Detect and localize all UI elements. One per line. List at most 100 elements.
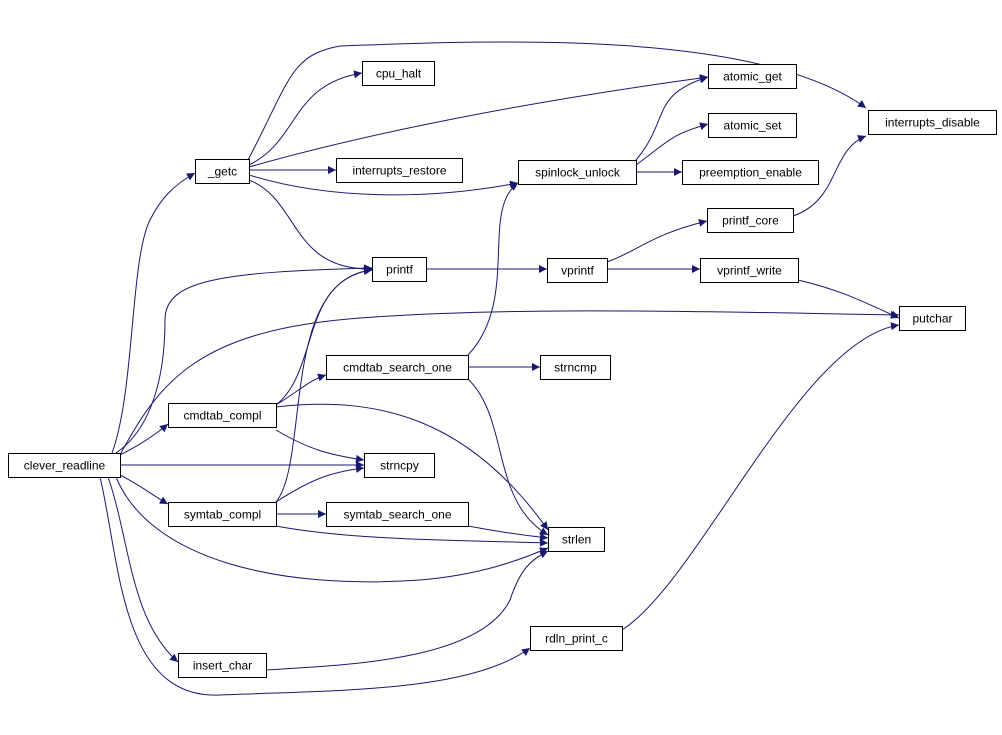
edge-getc-to-interrupts-disable bbox=[247, 41, 867, 161]
node-box bbox=[8, 453, 121, 478]
edge-clever-readline-to-insert-char bbox=[107, 476, 179, 663]
node-label: putchar bbox=[912, 312, 952, 326]
node-box bbox=[168, 502, 277, 527]
edge-cmdtab-compl-to-cmdtab-search-one bbox=[275, 373, 327, 406]
edge-symtab-compl-to-printf bbox=[275, 266, 373, 503]
node-box bbox=[548, 527, 605, 552]
edge-layer bbox=[99, 41, 900, 696]
node-label: clever_readline bbox=[24, 459, 106, 473]
edge-cmdtab-compl-to-strlen bbox=[275, 403, 549, 531]
node-box bbox=[372, 257, 427, 282]
node-strlen[interactable]: strlen bbox=[548, 527, 605, 552]
node-label: symtab_search_one bbox=[343, 508, 451, 522]
edge-clever-readline-to-strlen bbox=[115, 476, 549, 583]
node-rdln-print-c[interactable]: rdln_print_c bbox=[530, 626, 623, 651]
node-label: cpu_halt bbox=[376, 67, 422, 81]
edge-cmdtab-compl-to-strncpy bbox=[275, 429, 365, 463]
edge-insert-char-to-strlen bbox=[265, 550, 549, 671]
node-clever-readline[interactable]: clever_readline bbox=[8, 453, 121, 478]
edge-spinlock-unlock-to-atomic-get bbox=[635, 75, 709, 161]
node-box bbox=[868, 110, 997, 135]
node-label: atomic_set bbox=[723, 119, 782, 133]
node-box bbox=[708, 64, 797, 89]
node-atomic-get[interactable]: atomic_get bbox=[708, 64, 797, 89]
node-label: atomic_get bbox=[723, 70, 782, 84]
node-label: _getc bbox=[207, 165, 237, 179]
node-preemption-enable[interactable]: preemption_enable bbox=[682, 160, 819, 185]
edge-rdln-print-c-to-putchar bbox=[621, 322, 900, 631]
node-cpu-halt[interactable]: cpu_halt bbox=[362, 61, 435, 86]
node-symtab-search-one[interactable]: symtab_search_one bbox=[326, 502, 469, 527]
node-box bbox=[547, 258, 608, 283]
node-box bbox=[899, 306, 966, 331]
node-label: spinlock_unlock bbox=[535, 166, 621, 180]
node-getc[interactable]: _getc bbox=[195, 159, 250, 184]
node-label: printf bbox=[386, 263, 413, 277]
edge-getc-to-cpu-halt bbox=[248, 70, 363, 166]
node-symtab-compl[interactable]: symtab_compl bbox=[168, 502, 277, 527]
node-interrupts-disable[interactable]: interrupts_disable bbox=[868, 110, 997, 135]
edge-cmdtab-search-one-to-strlen bbox=[467, 378, 549, 536]
edge-cmdtab-compl-to-printf bbox=[275, 267, 373, 406]
node-label: interrupts_disable bbox=[885, 116, 980, 130]
node-label: vprintf_write bbox=[717, 264, 782, 278]
node-vprintf-write[interactable]: vprintf_write bbox=[700, 258, 799, 283]
node-box bbox=[518, 160, 637, 185]
node-box bbox=[326, 502, 469, 527]
node-label: cmdtab_compl bbox=[183, 409, 261, 423]
node-box bbox=[195, 159, 250, 184]
edge-cmdtab-search-one-to-spinlock-unlock bbox=[467, 182, 519, 356]
node-atomic-set[interactable]: atomic_set bbox=[708, 113, 797, 138]
node-spinlock-unlock[interactable]: spinlock_unlock bbox=[518, 160, 637, 185]
edge-symtab-compl-to-strlen bbox=[275, 525, 549, 547]
node-cmdtab-search-one[interactable]: cmdtab_search_one bbox=[326, 355, 469, 380]
node-cmdtab-compl[interactable]: cmdtab_compl bbox=[168, 403, 277, 428]
node-putchar[interactable]: putchar bbox=[899, 306, 966, 331]
node-insert-char[interactable]: insert_char bbox=[178, 653, 267, 678]
node-vprintf[interactable]: vprintf bbox=[547, 258, 608, 283]
edge-symtab-search-one-to-strlen bbox=[467, 525, 549, 542]
node-label: preemption_enable bbox=[699, 166, 802, 180]
edge-printf-core-to-interrupts-disable bbox=[792, 135, 867, 217]
edge-clever-readline-to-symtab-compl bbox=[119, 474, 169, 505]
edge-getc-to-printf bbox=[248, 179, 373, 274]
node-printf[interactable]: printf bbox=[372, 257, 427, 282]
edge-spinlock-unlock-to-atomic-set bbox=[635, 122, 709, 166]
node-box bbox=[178, 653, 267, 678]
node-box bbox=[336, 158, 463, 183]
node-box bbox=[700, 258, 799, 283]
node-box bbox=[362, 61, 435, 86]
edge-clever-readline-to-getc bbox=[111, 172, 196, 454]
node-label: interrupts_restore bbox=[352, 164, 446, 178]
edge-getc-to-atomic-get bbox=[248, 74, 709, 168]
edge-vprintf-to-printf-core bbox=[606, 219, 708, 263]
edge-clever-readline-to-putchar bbox=[119, 310, 900, 456]
edge-vprintf-write-to-putchar bbox=[797, 279, 900, 319]
node-label: vprintf bbox=[561, 264, 594, 278]
node-interrupts-restore[interactable]: interrupts_restore bbox=[336, 158, 463, 183]
node-box bbox=[708, 113, 797, 138]
node-box bbox=[707, 208, 794, 233]
node-label: cmdtab_search_one bbox=[343, 361, 452, 375]
edge-clever-readline-to-printf bbox=[115, 264, 373, 454]
edge-clever-readline-to-rdln-print-c bbox=[99, 476, 531, 696]
edge-symtab-compl-to-strncpy bbox=[275, 464, 365, 503]
node-strncpy[interactable]: strncpy bbox=[364, 453, 435, 478]
node-strncmp[interactable]: strncmp bbox=[540, 355, 611, 380]
node-label: insert_char bbox=[193, 659, 252, 673]
node-box bbox=[540, 355, 611, 380]
node-printf-core[interactable]: printf_core bbox=[707, 208, 794, 233]
node-label: strlen bbox=[562, 533, 591, 547]
node-box bbox=[530, 626, 623, 651]
node-box bbox=[682, 160, 819, 185]
node-label: printf_core bbox=[722, 214, 779, 228]
node-label: strncmp bbox=[554, 361, 597, 375]
node-label: strncpy bbox=[380, 459, 419, 473]
node-layer: clever_readline _getc cmdtab_compl symtab_c… bbox=[8, 61, 997, 678]
node-box bbox=[168, 403, 277, 428]
node-label: rdln_print_c bbox=[545, 632, 608, 646]
node-box bbox=[364, 453, 435, 478]
node-label: symtab_compl bbox=[184, 508, 261, 522]
edge-getc-to-spinlock-unlock bbox=[248, 174, 519, 196]
